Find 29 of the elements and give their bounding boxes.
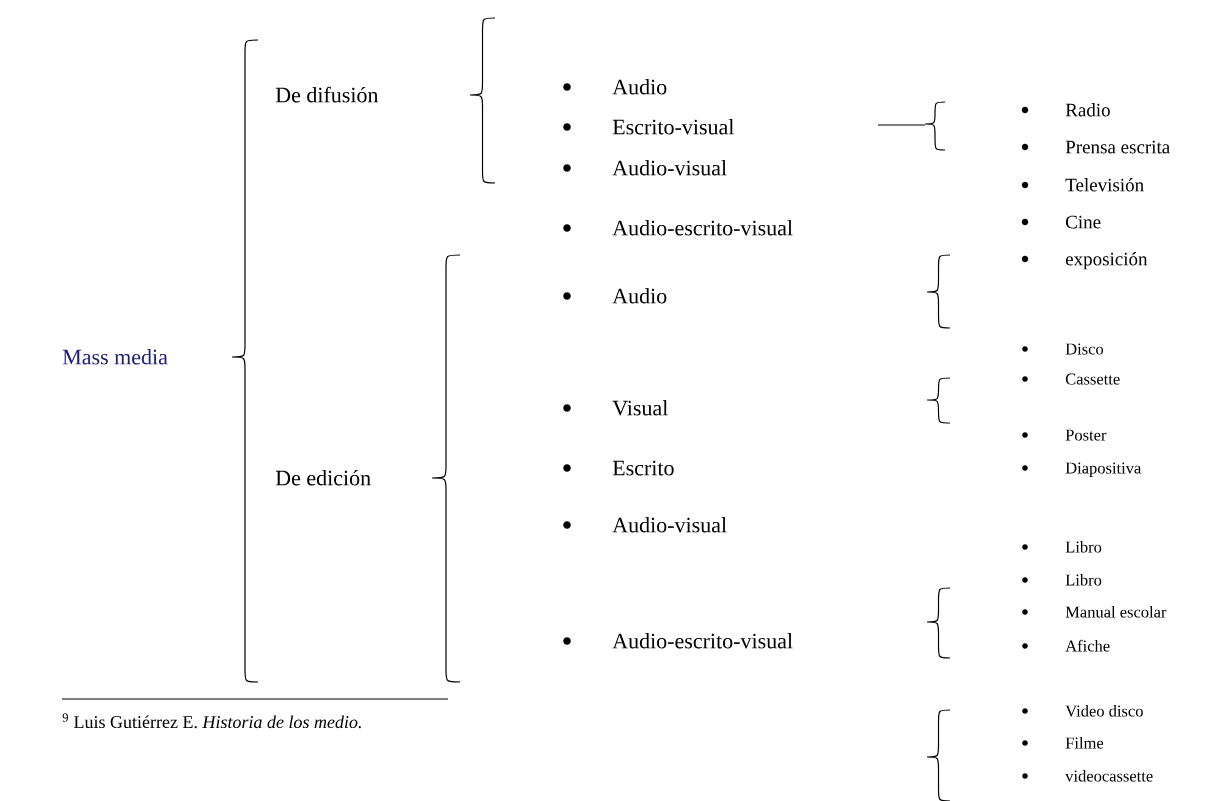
list-item: Libro [1022, 574, 1102, 586]
list-item: Visual [563, 400, 668, 416]
list-item: Libro [1022, 541, 1102, 553]
list-item: Radio [1021, 103, 1110, 117]
list-item: Audio [563, 79, 667, 95]
list-item: videocassette [1022, 770, 1153, 782]
list-item: Cassette [1022, 373, 1120, 385]
footnote-text: $^{9}$ Luis Gutiérrez E. Historia de los medio. [62, 713, 361, 729]
list-item: Prensa escrita [1021, 140, 1170, 154]
list-item: Escrito [563, 460, 674, 476]
heading-text: De difusión [275, 86, 379, 103]
list-item: Escrito-visual [563, 119, 734, 135]
list-item: Diapositiva [1022, 462, 1142, 477]
list-item: Televisión [1021, 178, 1144, 192]
list-item: Disco [1022, 343, 1104, 355]
list-item: Audio [563, 288, 667, 304]
list-item: Audio-escrito-visual [563, 220, 793, 236]
heading-text: De edición [275, 469, 371, 486]
list-item: Poster [1022, 429, 1107, 441]
list-item: exposición [1021, 252, 1148, 270]
list-item: Audio-escrito-visual [563, 633, 793, 649]
list-item: Filme [1022, 737, 1104, 749]
list-item: Audio-visual [563, 160, 727, 176]
list-item: Manual escolar [1022, 606, 1167, 618]
list-item: Cine [1021, 215, 1101, 229]
list-item: Video disco [1022, 705, 1143, 717]
list-item: Afiche [1022, 639, 1110, 652]
list-item: Audio-visual [563, 517, 727, 533]
root-text: Mass media [62, 349, 168, 365]
